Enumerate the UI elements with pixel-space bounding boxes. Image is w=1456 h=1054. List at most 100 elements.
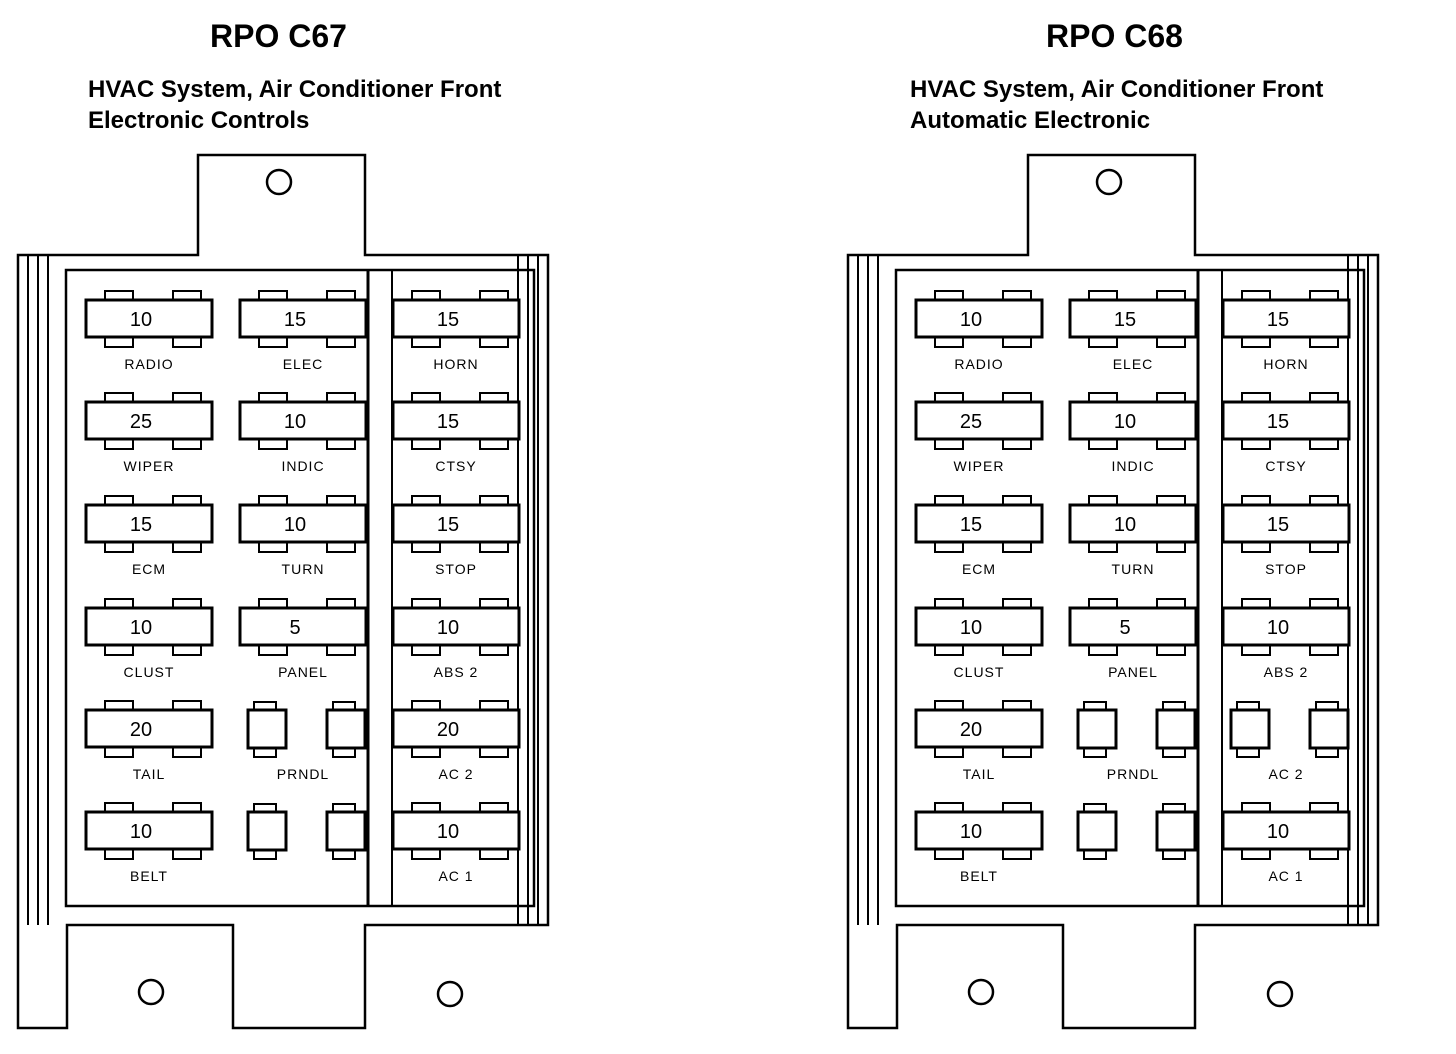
fuse: 15	[391, 495, 521, 553]
fuse: 5	[238, 598, 368, 656]
fuse-label: ECM	[962, 561, 996, 577]
fuse-label: HORN	[1263, 356, 1308, 372]
fuse: 10	[238, 495, 368, 553]
fuse-rating: 10	[437, 617, 459, 639]
panel-2-title: RPO C68	[1046, 18, 1183, 54]
fuse-rating: 25	[960, 411, 982, 433]
fuse-area	[64, 268, 536, 908]
fuse: 10	[84, 290, 214, 348]
fuse-rating: 5	[289, 617, 300, 639]
fuse-label: ELEC	[1113, 356, 1154, 372]
fuse-label: RADIO	[954, 356, 1003, 372]
fuse: 10	[391, 802, 521, 860]
fuse-label: PANEL	[1108, 664, 1158, 680]
fuse-label: TAIL	[963, 766, 996, 782]
fuse-label: WIPER	[954, 458, 1005, 474]
fuse: 20	[84, 700, 214, 758]
fuse-label: TAIL	[133, 766, 166, 782]
mounting-hole	[967, 978, 995, 1006]
fuse-rating: 15	[1267, 514, 1289, 536]
fuse: 15	[391, 290, 521, 348]
fuse-rating: 15	[437, 514, 459, 536]
fuse-rating: 10	[130, 821, 152, 843]
fuse: 25	[914, 392, 1044, 450]
fuse-label: CLUST	[124, 664, 175, 680]
fuse-label: PRNDL	[1107, 766, 1159, 782]
fuse-label: AC 1	[1268, 868, 1303, 884]
fuse: 10	[1068, 392, 1198, 450]
empty-fuse-slot	[1076, 701, 1197, 758]
panel-1-subtitle-line1: HVAC System, Air Conditioner Front	[88, 76, 502, 103]
fuse-rating: 15	[1267, 309, 1289, 331]
fuse-label: WIPER	[124, 458, 175, 474]
fuse-rating: 10	[130, 309, 152, 331]
mounting-hole	[436, 980, 464, 1008]
fuse-label: ABS 2	[434, 664, 479, 680]
fuse-rating: 5	[1119, 617, 1130, 639]
fuse-rating: 10	[284, 411, 306, 433]
empty-fuse-slot	[1229, 701, 1350, 758]
fuse: 15	[1221, 495, 1351, 553]
fuse-rating: 10	[960, 309, 982, 331]
fuse-label: AC 2	[438, 766, 473, 782]
fuse-rating: 10	[284, 514, 306, 536]
fuse: 25	[84, 392, 214, 450]
fuse-rating: 10	[437, 821, 459, 843]
fuse: 20	[914, 700, 1044, 758]
fuse-rating: 15	[1114, 309, 1136, 331]
fuse-block-outline	[846, 153, 1380, 1030]
fuse-area	[894, 268, 1366, 908]
fuse-rating: 25	[130, 411, 152, 433]
fuse-label: ABS 2	[1264, 664, 1309, 680]
fuse-rating: 10	[1267, 821, 1289, 843]
fuse-label: ECM	[132, 561, 166, 577]
fuse-label: BELT	[130, 868, 168, 884]
fuse-rating: 15	[1267, 411, 1289, 433]
fuse: 10	[238, 392, 368, 450]
fuse-rating: 10	[1114, 514, 1136, 536]
fuse: 10	[84, 802, 214, 860]
empty-fuse-slot	[246, 701, 367, 758]
panel-1-subtitle-line2: Electronic Controls	[88, 107, 310, 134]
fuse-label: ELEC	[283, 356, 324, 372]
fuse-rating: 10	[960, 821, 982, 843]
fuse-label: INDIC	[281, 458, 324, 474]
fuse-label: TURN	[282, 561, 325, 577]
fuse-label: CTSY	[435, 458, 476, 474]
fuse: 15	[1221, 290, 1351, 348]
mounting-hole	[1266, 980, 1294, 1008]
fuse-rating: 20	[437, 719, 459, 741]
fuse: 15	[1068, 290, 1198, 348]
mounting-hole	[1095, 168, 1123, 196]
fuse: 10	[391, 598, 521, 656]
fuse: 10	[914, 802, 1044, 860]
fuse: 15	[84, 495, 214, 553]
fuse: 10	[84, 598, 214, 656]
fuse-label: STOP	[1265, 561, 1307, 577]
fuse-label: RADIO	[124, 356, 173, 372]
fuse-block-outline	[16, 153, 550, 1030]
fuse-label: AC 2	[1268, 766, 1303, 782]
fuse: 20	[391, 700, 521, 758]
fuse-rating: 10	[130, 617, 152, 639]
fuse: 10	[914, 598, 1044, 656]
fuse: 10	[1068, 495, 1198, 553]
fuse-rating: 15	[437, 411, 459, 433]
fuse-rating: 10	[960, 617, 982, 639]
fuse-label: PRNDL	[277, 766, 329, 782]
fuse: 15	[238, 290, 368, 348]
fuse: 10	[1221, 598, 1351, 656]
fuse: 15	[1221, 392, 1351, 450]
panel-1-title: RPO C67	[210, 18, 347, 54]
fuse-rating: 15	[130, 514, 152, 536]
fuse-block-2: 10RADIO25WIPER15ECM10CLUST20TAIL10BELT15…	[846, 153, 1380, 1030]
fuse-block-1: 10RADIO25WIPER15ECM10CLUST20TAIL10BELT15…	[16, 153, 550, 1030]
empty-fuse-slot	[246, 803, 367, 860]
empty-fuse-slot	[1076, 803, 1197, 860]
fuse: 10	[914, 290, 1044, 348]
fuse-rating: 20	[960, 719, 982, 741]
fuse-rating: 10	[1114, 411, 1136, 433]
fuse-label: STOP	[435, 561, 477, 577]
fuse-label: AC 1	[438, 868, 473, 884]
